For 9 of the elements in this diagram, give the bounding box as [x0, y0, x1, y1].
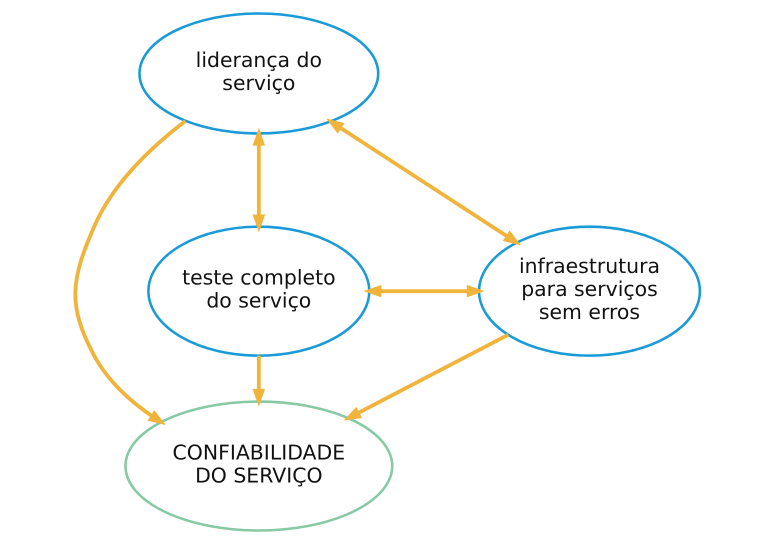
node-ellipse: CONFIABILIDADE DO SERVIÇO — [124, 400, 394, 532]
arrow — [72, 119, 186, 426]
arrow — [252, 356, 265, 407]
arrow — [342, 333, 509, 421]
arrow — [326, 118, 521, 246]
arrow — [362, 284, 484, 298]
arrow — [252, 128, 265, 232]
node-ellipse: teste completo do serviço — [146, 225, 370, 357]
node-ellipse: infraestrutura para serviços sem erros — [477, 225, 701, 357]
